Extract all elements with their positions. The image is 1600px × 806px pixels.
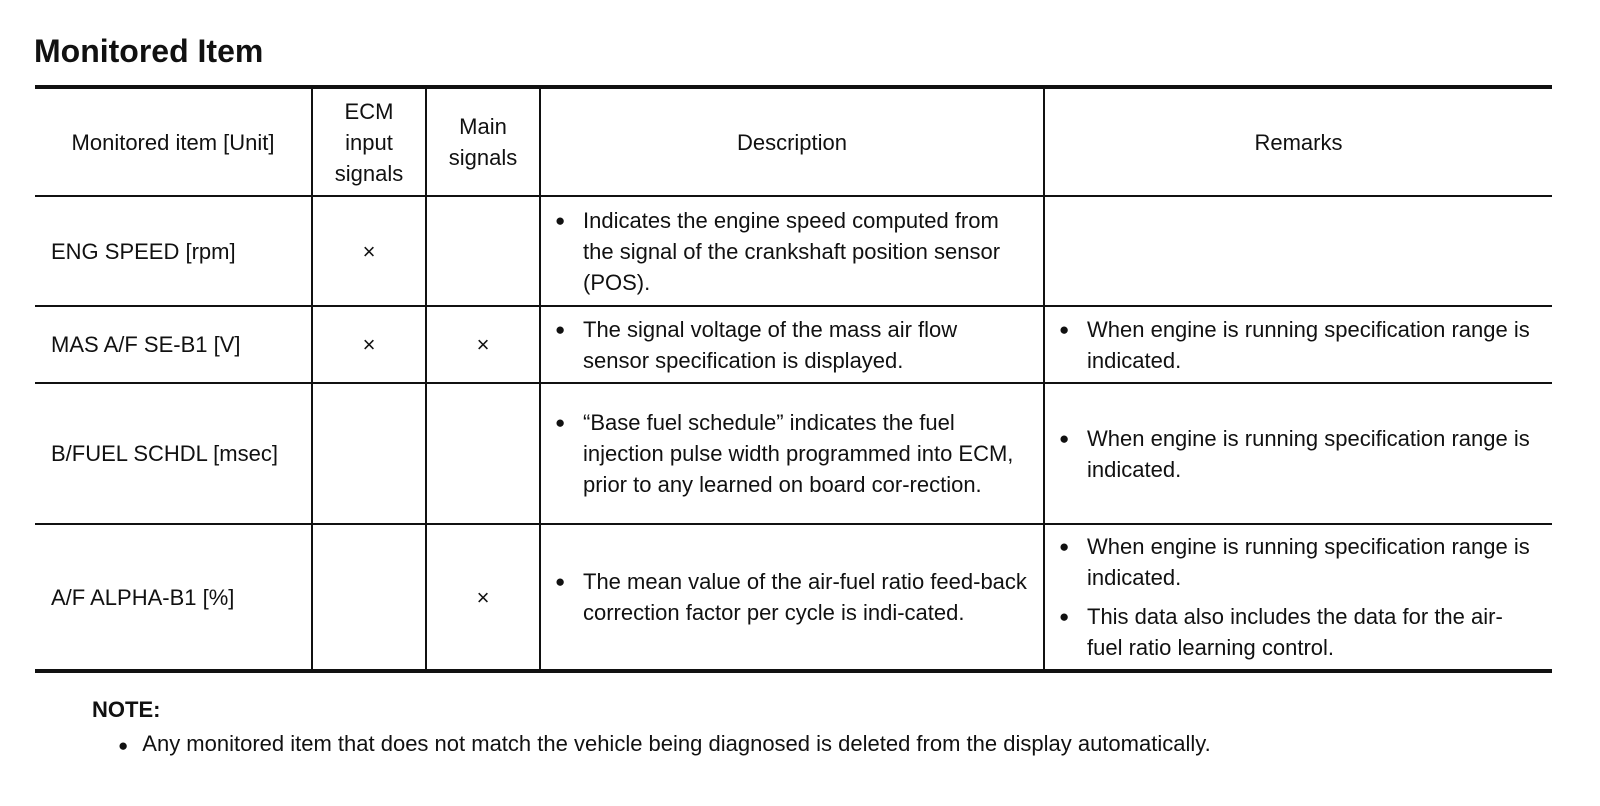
list-item: The signal voltage of the mass air flow … [555,314,1029,376]
cell-description: The mean value of the air-fuel ratio fee… [539,524,1045,672]
table-row: ENG SPEED [rpm]× Indicates the engine spe… [35,196,1552,307]
table-row: B/FUEL SCHDL [msec] “Base fuel schedule” … [35,383,1552,525]
list-item: This data also includes the data for the… [1059,601,1538,663]
list-item: Indicates the engine speed computed from… [555,205,1029,298]
cell-ecm-input-signal: × [311,306,427,384]
cell-description-list: The mean value of the air-fuel ratio fee… [555,566,1029,628]
table-row: A/F ALPHA-B1 [%] ×The mean value of the a… [35,524,1552,672]
cell-ecm-input-signal [311,383,427,525]
page-title: Monitored Item [34,33,264,69]
header-remarks: Remarks [1043,87,1552,197]
cell-description-list: “Base fuel schedule” indicates the fuel … [555,407,1029,500]
cell-remarks-list: When engine is running specification ran… [1059,531,1538,663]
table-row: MAS A/F SE-B1 [V]××The signal voltage of… [35,306,1552,384]
cell-remarks: When engine is running specification ran… [1043,524,1552,672]
cell-remarks-list: When engine is running specification ran… [1059,314,1538,376]
header-ecm-input-signals: ECM input signals [311,87,427,197]
cell-description: “Base fuel schedule” indicates the fuel … [539,383,1045,525]
list-item: “Base fuel schedule” indicates the fuel … [555,407,1029,500]
cell-ecm-input-signal [311,524,427,672]
cell-remarks: When engine is running specification ran… [1043,306,1552,384]
table-body: ENG SPEED [rpm]×Indicates the engine spe… [35,196,1552,672]
monitored-item-table: Monitored item [Unit] ECM input signals … [35,85,1552,673]
cell-main-signal [425,196,541,307]
bullet-icon: ● [118,736,129,755]
cell-description: The signal voltage of the mass air flow … [539,306,1045,384]
note-label: NOTE: [92,697,161,722]
note-item: ● Any monitored item that does not match … [118,728,1211,761]
cell-main-signal: × [425,306,541,384]
list-item: The mean value of the air-fuel ratio fee… [555,566,1029,628]
header-monitored-item: Monitored item [Unit] [35,87,313,197]
cell-main-signal [425,383,541,525]
table-header-row: Monitored item [Unit] ECM input signals … [35,87,1552,197]
note-text: Any monitored item that does not match t… [142,731,1211,756]
cell-description: Indicates the engine speed computed from… [539,196,1045,307]
cell-monitored-item: ENG SPEED [rpm] [35,196,313,307]
cell-description-list: The signal voltage of the mass air flow … [555,314,1029,376]
cell-monitored-item: MAS A/F SE-B1 [V] [35,306,313,384]
cell-main-signal: × [425,524,541,672]
header-description: Description [539,87,1045,197]
list-item: When engine is running specification ran… [1059,423,1538,485]
cell-remarks [1043,196,1552,307]
list-item: When engine is running specification ran… [1059,531,1538,593]
cell-description-list: Indicates the engine speed computed from… [555,205,1029,298]
cell-monitored-item: B/FUEL SCHDL [msec] [35,383,313,525]
header-main-signals: Main signals [425,87,541,197]
cell-remarks: When engine is running specification ran… [1043,383,1552,525]
list-item: When engine is running specification ran… [1059,314,1538,376]
cell-monitored-item: A/F ALPHA-B1 [%] [35,524,313,672]
cell-ecm-input-signal: × [311,196,427,307]
cell-remarks-list: When engine is running specification ran… [1059,423,1538,485]
